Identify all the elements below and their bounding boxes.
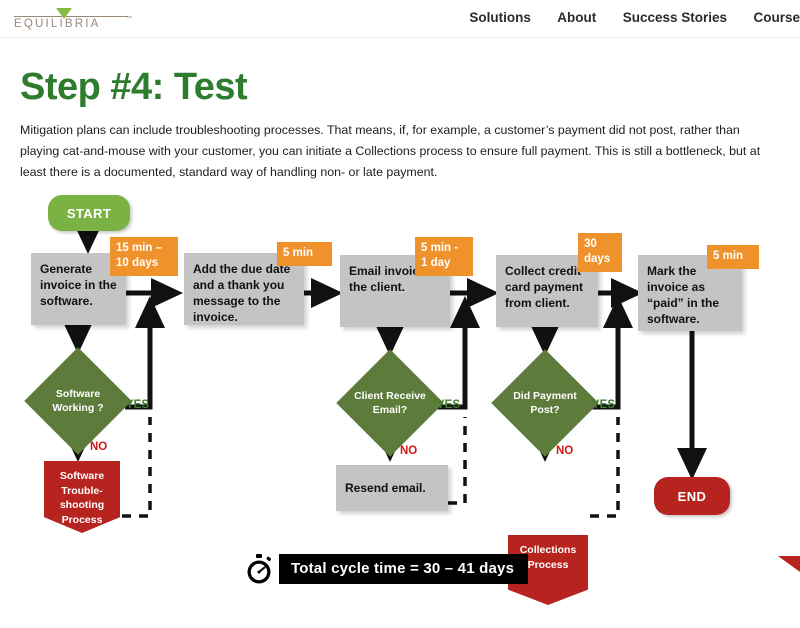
- flow-node-software-troubleshooting[interactable]: Software Trouble-shooting Process: [44, 461, 120, 533]
- flow-decision-software-working[interactable]: Software Working ?: [24, 347, 132, 455]
- page-title: Step #4: Test: [20, 66, 248, 108]
- nav-item-about[interactable]: About: [557, 10, 597, 25]
- flow-decision-payment-post-label: Did Payment Post?: [513, 390, 577, 416]
- cycle-time-text: Total cycle time = 30 – 41 days: [279, 554, 529, 584]
- flow-decision-client-receive-email-label: Client Receive Email?: [354, 390, 426, 416]
- stopwatch-icon: [243, 553, 275, 585]
- equilibria-logo[interactable]: EQUILIBRIA ™: [14, 4, 132, 34]
- flowchart: START Generate invoice in the software. …: [0, 185, 800, 605]
- edge-label-no-2: NO: [400, 445, 418, 457]
- badge-time-3: 5 min - 1 day: [415, 237, 473, 276]
- main-navigation: Solutions About Success Stories Course: [447, 9, 800, 29]
- edge-label-no-1: NO: [90, 441, 108, 453]
- cycle-time-banner: Total cycle time = 30 – 41 days: [243, 552, 529, 586]
- flow-node-end[interactable]: END: [654, 477, 730, 515]
- site-header: EQUILIBRIA ™ Solutions About Success Sto…: [0, 0, 800, 38]
- nav-item-course[interactable]: Course: [753, 10, 800, 25]
- logo-text: EQUILIBRIA: [14, 18, 101, 30]
- edge-label-yes-1: YES: [126, 399, 150, 411]
- trademark-icon: ™: [126, 16, 132, 22]
- corner-accent: [778, 556, 800, 572]
- triangle-icon: [56, 8, 72, 19]
- flow-node-resend-email[interactable]: Resend email.: [336, 465, 448, 511]
- badge-time-2: 5 min: [277, 242, 332, 266]
- flow-node-start[interactable]: START: [48, 195, 130, 231]
- flow-decision-payment-post[interactable]: Did Payment Post?: [491, 349, 599, 457]
- badge-time-5: 5 min: [707, 245, 759, 269]
- edge-label-yes-3: YES: [592, 399, 616, 411]
- flow-decision-software-working-label: Software Working ?: [52, 388, 104, 414]
- body-paragraph: Mitigation plans can include troubleshoo…: [20, 123, 761, 179]
- badge-time-4: 30 days: [578, 233, 622, 272]
- nav-item-success-stories[interactable]: Success Stories: [622, 10, 728, 25]
- nav-item-solutions[interactable]: Solutions: [469, 10, 531, 25]
- flow-decision-client-receive-email[interactable]: Client Receive Email?: [336, 349, 444, 457]
- badge-time-1: 15 min – 10 days: [110, 237, 178, 276]
- edge-label-no-3: NO: [556, 445, 574, 457]
- edge-label-yes-2: YES: [437, 399, 461, 411]
